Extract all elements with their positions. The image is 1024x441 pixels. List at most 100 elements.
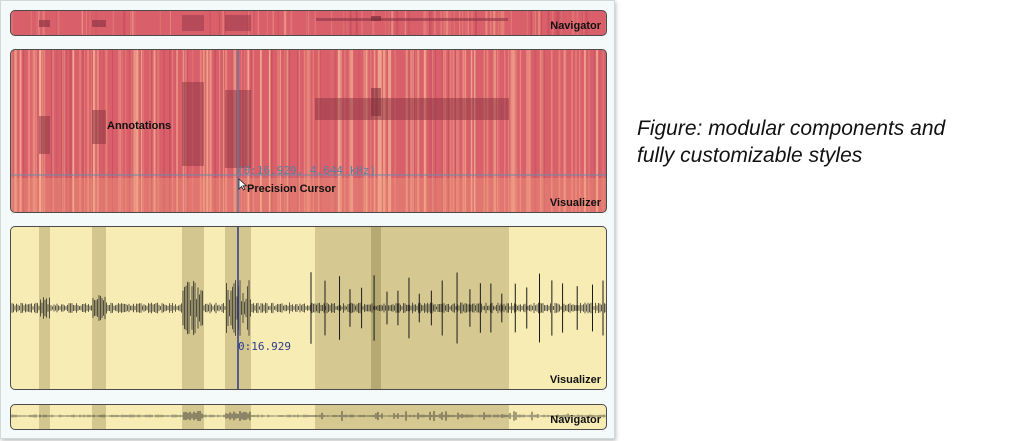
texture-stripe	[330, 50, 332, 212]
texture-stripe	[581, 11, 582, 35]
texture-stripe	[11, 50, 13, 212]
annotation-region[interactable]	[39, 227, 50, 390]
waveform-trace	[11, 272, 606, 344]
texture-stripe	[307, 50, 310, 212]
annotation-region[interactable]	[371, 227, 381, 390]
nav-annotation-region	[182, 405, 204, 429]
texture-stripe	[558, 50, 561, 212]
texture-stripe	[465, 11, 467, 35]
texture-stripe	[137, 50, 140, 212]
texture-stripe	[72, 50, 74, 212]
navigator-bottom[interactable]: Navigator	[10, 404, 607, 430]
texture-stripe	[277, 50, 279, 212]
precision-cursor-label: Precision Cursor	[247, 183, 336, 195]
texture-stripe	[527, 50, 530, 212]
spectrogram-visualizer[interactable]: Annotations (0:16.929, 4.644 kHz) Precis…	[10, 49, 607, 213]
texture-stripe	[382, 50, 385, 212]
texture-stripe	[509, 50, 512, 212]
nav-annotation-mark	[39, 20, 50, 27]
texture-stripe	[485, 11, 488, 35]
texture-stripe	[454, 50, 456, 212]
texture-stripe	[416, 50, 419, 212]
texture-stripe	[150, 50, 152, 212]
texture-stripe	[246, 11, 248, 35]
annotation-region[interactable]	[182, 227, 204, 390]
texture-stripe	[429, 11, 431, 35]
texture-stripe	[493, 50, 495, 212]
texture-stripe	[455, 50, 458, 212]
texture-stripe	[502, 11, 504, 35]
texture-stripe	[491, 11, 493, 35]
texture-stripe	[308, 11, 310, 35]
texture-stripe	[314, 11, 316, 35]
texture-stripe	[72, 50, 75, 212]
texture-stripe	[345, 11, 348, 35]
nav-annotation-mark	[182, 15, 204, 31]
annotations-label: Annotations	[107, 120, 172, 132]
annotation-box[interactable]	[315, 98, 509, 120]
texture-stripe	[16, 50, 18, 212]
caption-line-1: Figure: modular components and	[637, 117, 946, 140]
texture-stripe	[430, 11, 433, 35]
texture-stripe	[266, 11, 268, 35]
texture-stripe	[445, 11, 448, 35]
texture-stripe	[500, 11, 503, 35]
texture-stripe	[540, 50, 542, 212]
texture-stripe	[176, 50, 178, 212]
annotation-box[interactable]	[371, 88, 381, 116]
texture-stripe	[268, 50, 271, 212]
navigator-top[interactable]: Navigator	[10, 10, 607, 36]
texture-stripe	[539, 50, 542, 212]
texture-stripe	[61, 50, 63, 212]
waveform-visualizer[interactable]: 0:16.929 Visualizer	[10, 226, 607, 390]
texture-stripe	[406, 50, 409, 212]
texture-stripe	[61, 50, 63, 212]
texture-stripe	[123, 11, 126, 35]
texture-stripe	[112, 50, 113, 212]
texture-stripe	[588, 50, 590, 212]
texture-stripe	[279, 50, 281, 212]
texture-stripe	[385, 11, 386, 35]
texture-stripe	[387, 50, 389, 212]
texture-stripe	[433, 11, 436, 35]
texture-stripe	[277, 50, 280, 212]
texture-stripe	[284, 50, 285, 212]
texture-stripe	[534, 50, 536, 212]
texture-stripe	[418, 50, 419, 212]
annotation-box[interactable]	[182, 82, 204, 166]
texture-stripe	[407, 11, 410, 35]
texture-stripe	[590, 50, 592, 212]
texture-stripe	[372, 11, 375, 35]
texture-stripe	[70, 50, 73, 212]
texture-stripe	[247, 11, 250, 35]
texture-stripe	[156, 50, 158, 212]
texture-stripe	[451, 50, 453, 212]
texture-stripe	[129, 50, 131, 212]
texture-stripe	[485, 50, 487, 212]
texture-stripe	[366, 50, 369, 212]
texture-stripe	[218, 11, 221, 35]
texture-stripe	[284, 50, 286, 212]
texture-stripe	[350, 50, 352, 212]
texture-stripe	[424, 11, 427, 35]
navigator-bottom-label: Navigator	[550, 414, 601, 426]
texture-stripe	[394, 50, 396, 212]
texture-stripe	[160, 11, 162, 35]
texture-stripe	[272, 11, 274, 35]
texture-stripe	[260, 50, 263, 212]
texture-stripe	[132, 11, 134, 35]
texture-stripe	[579, 50, 580, 212]
annotation-box[interactable]	[92, 110, 106, 144]
texture-stripe	[222, 11, 224, 35]
texture-stripe	[485, 50, 488, 212]
texture-stripe	[203, 50, 205, 212]
texture-stripe	[81, 11, 84, 35]
texture-stripe	[350, 50, 354, 212]
texture-stripe	[358, 50, 361, 212]
texture-stripe	[453, 11, 455, 35]
texture-stripe	[534, 11, 536, 35]
texture-stripe	[423, 11, 425, 35]
annotation-box[interactable]	[39, 116, 50, 154]
texture-stripe	[580, 50, 582, 212]
texture-stripe	[19, 50, 22, 212]
